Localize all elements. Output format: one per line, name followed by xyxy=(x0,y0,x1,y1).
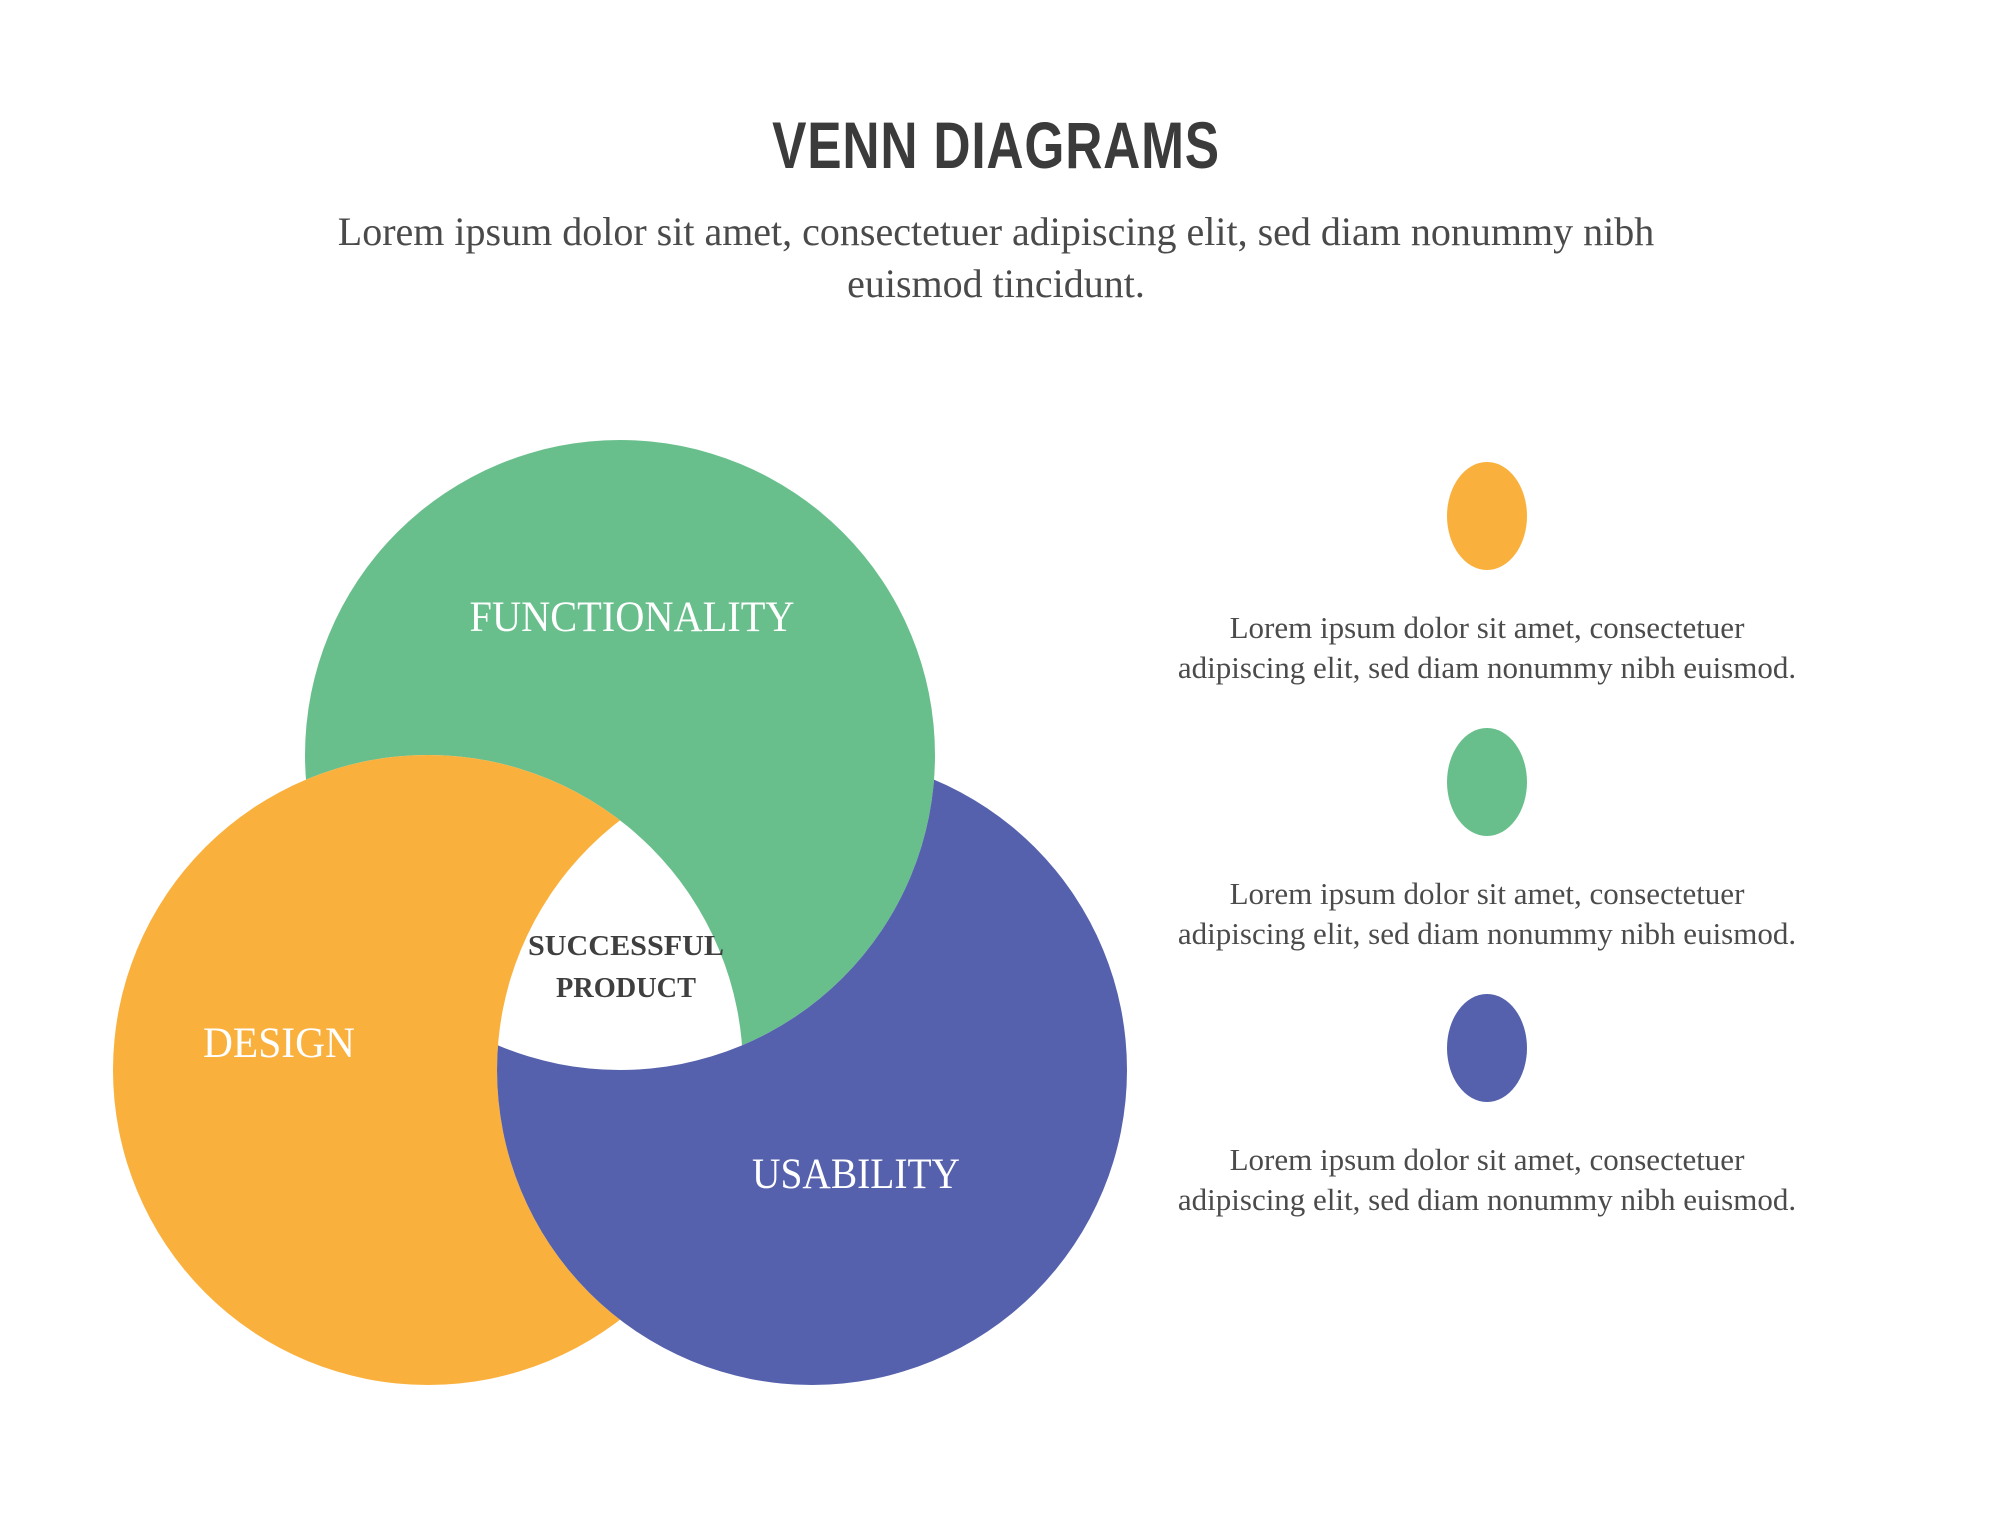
legend-dot-functionality xyxy=(1447,728,1527,836)
legend-text-functionality: Lorem ipsum dolor sit amet, consectetuer… xyxy=(1177,876,1797,951)
page-title: VENN DIAGRAMS xyxy=(0,112,1992,178)
page-subtitle: Lorem ipsum dolor sit amet, consectetuer… xyxy=(337,209,1655,306)
functionality-label: FUNCTIONALITY xyxy=(470,594,795,641)
center-label-line2: PRODUCT xyxy=(556,973,696,1004)
legend-text-design: Lorem ipsum dolor sit amet, consectetuer… xyxy=(1177,610,1797,685)
legend-dot-design xyxy=(1447,462,1527,570)
center-label-line1: SUCCESSFUL xyxy=(528,931,724,962)
usability-circle xyxy=(497,755,1127,1385)
usability-label: USABILITY xyxy=(752,1151,960,1198)
page-title-text: VENN DIAGRAMS xyxy=(772,108,1220,182)
legend-dot-usability xyxy=(1447,994,1527,1102)
design-label: DESIGN xyxy=(203,1020,355,1067)
legend-text-usability: Lorem ipsum dolor sit amet, consectetuer… xyxy=(1177,1142,1797,1217)
legend: Lorem ipsum dolor sit amet, consectetuer… xyxy=(1177,462,1797,1260)
orange-dot-icon xyxy=(1447,462,1527,570)
purple-dot-icon xyxy=(1447,994,1527,1102)
green-dot-icon xyxy=(1447,728,1527,836)
